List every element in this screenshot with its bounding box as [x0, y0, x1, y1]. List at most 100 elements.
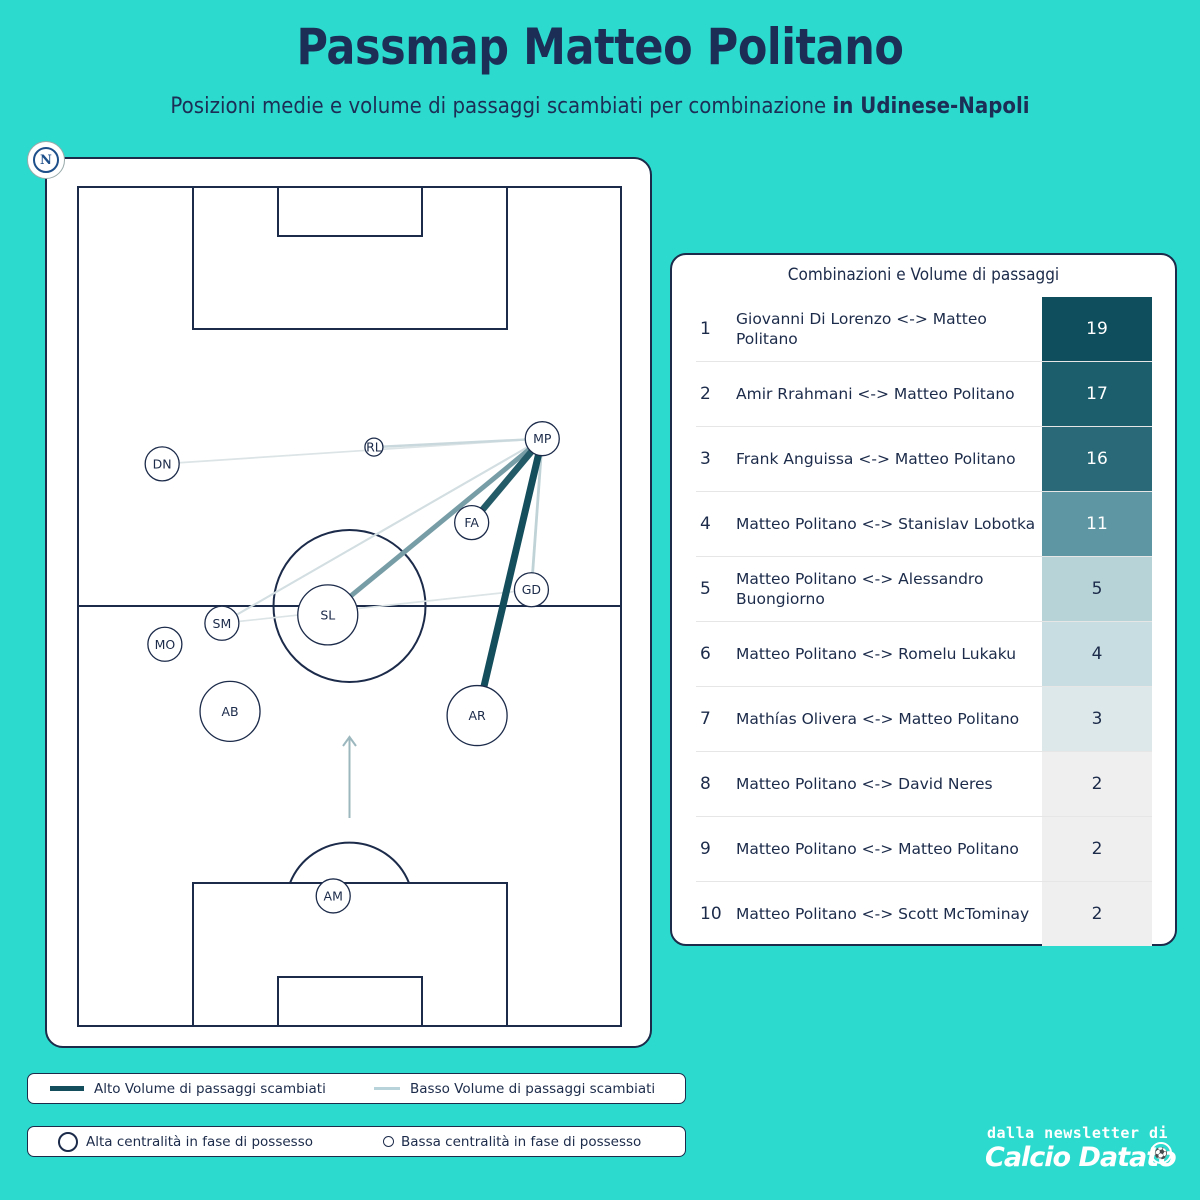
player-node-ar: AR	[446, 684, 508, 747]
high-volume-swatch-icon	[50, 1086, 84, 1091]
pass-edge-mp-gd	[530, 438, 544, 590]
pass-edge-mp-rl	[373, 437, 543, 449]
row-rank: 10	[700, 904, 722, 924]
pass-edge-mp-fa	[469, 436, 545, 525]
center-circle	[272, 529, 427, 683]
player-node-label: MO	[155, 637, 176, 652]
pass-edge-mp-sl	[326, 436, 544, 617]
bottom-penalty-arc	[289, 841, 410, 884]
row-rank: 7	[700, 709, 711, 729]
row-rank: 4	[700, 514, 711, 534]
player-node-fa: FA	[454, 504, 490, 541]
player-node-ab: AB	[199, 680, 261, 743]
page-title: Passmap Matteo Politano	[296, 18, 904, 76]
player-node-label: AM	[324, 888, 343, 903]
player-node-circle	[315, 878, 351, 914]
table-row: 2 Amir Rrahmani <-> Matteo Politano 17	[696, 362, 1152, 427]
subtitle-match: in Udinese-Napoli	[832, 94, 1030, 119]
table-row: 4 Matteo Politano <-> Stanislav Lobotka 11	[696, 492, 1152, 557]
row-pass-count: 11	[1042, 492, 1152, 556]
newsletter-credit: dalla newsletter di	[987, 1124, 1169, 1142]
pitch-lines	[77, 186, 622, 1027]
row-pass-count: 16	[1042, 427, 1152, 491]
brand-logo: Calcio Datato	[985, 1142, 1177, 1173]
player-node-rl: RL	[364, 437, 384, 457]
row-combination: Frank Anguissa <-> Matteo Politano	[736, 449, 1016, 468]
large-circle-icon	[58, 1131, 78, 1152]
player-node-label: AR	[468, 708, 486, 723]
legend-high-volume: Alto Volume di passaggi scambiati	[50, 1074, 326, 1103]
legend-low-centrality-label: Bassa centralità in fase di possesso	[401, 1133, 642, 1150]
table-title: Combinazioni e Volume di passaggi	[787, 265, 1060, 285]
legend-high-volume-label: Alto Volume di passaggi scambiati	[94, 1080, 326, 1097]
player-node-circle	[524, 421, 560, 457]
player-node-circle	[364, 437, 384, 457]
row-pass-count: 3	[1042, 687, 1152, 751]
row-combination: Matteo Politano <-> Scott McTominay	[736, 904, 1030, 923]
player-node-circle	[513, 572, 550, 608]
player-node-circle	[446, 684, 508, 747]
player-nodes: MP RL DN FA GD SL SM MO AB AR AM	[144, 421, 560, 914]
row-combination: Matteo Politano <-> Stanislav Lobotka	[736, 514, 1036, 533]
player-node-label: FA	[464, 515, 479, 530]
football-icon: ⚽	[1150, 1142, 1172, 1164]
player-node-label: SM	[213, 616, 232, 631]
pass-edge-mp-ar	[473, 437, 546, 717]
legend-centrality: Alta centralità in fase di possesso Bass…	[27, 1126, 686, 1157]
bottom-penalty-box	[192, 882, 508, 1027]
row-combination: Matteo Politano <-> Romelu Lukaku	[736, 644, 1017, 663]
row-combination: Mathías Olivera <-> Matteo Politano	[736, 709, 1020, 728]
player-node-label: RL	[366, 440, 382, 455]
player-node-circle	[144, 446, 180, 482]
row-combination: Matteo Politano <-> Alessandro Buongiorn…	[736, 569, 984, 608]
legend-volume: Alto Volume di passaggi scambiati Basso …	[27, 1073, 686, 1104]
page-subtitle: Posizioni medie e volume di passaggi sca…	[60, 94, 1140, 119]
row-rank: 3	[700, 449, 711, 469]
row-combination: Matteo Politano <-> David Neres	[736, 774, 993, 793]
player-node-circle	[204, 605, 240, 641]
top-six-yard-box	[277, 186, 423, 237]
row-pass-count: 17	[1042, 362, 1152, 426]
row-pass-count: 4	[1042, 622, 1152, 686]
table-row: 3 Frank Anguissa <-> Matteo Politano 16	[696, 427, 1152, 492]
crest-letter: N	[33, 147, 59, 173]
legend-low-volume: Basso Volume di passaggi scambiati	[374, 1074, 655, 1103]
table-row: 5 Matteo Politano <-> Alessandro Buongior…	[696, 557, 1152, 622]
row-combination: Amir Rrahmani <-> Matteo Politano	[736, 384, 1015, 403]
player-node-dn: DN	[144, 446, 180, 482]
napoli-crest-icon: N	[27, 141, 65, 179]
pass-edges	[162, 436, 546, 717]
table-row: 7 Mathías Olivera <-> Matteo Politano 3	[696, 687, 1152, 752]
pass-edge-sm-gd	[221, 588, 532, 625]
player-node-label: SL	[320, 607, 335, 622]
row-pass-count: 19	[1042, 297, 1152, 361]
legend-low-centrality: Bassa centralità in fase di possesso	[383, 1127, 641, 1156]
row-pass-count: 2	[1042, 752, 1152, 816]
row-pass-count: 2	[1042, 817, 1152, 881]
row-pass-count: 5	[1042, 557, 1152, 621]
table-row: 9 Matteo Politano <-> Matteo Politano 2	[696, 817, 1152, 882]
subtitle-prefix: Posizioni medie e volume di passaggi sca…	[170, 94, 833, 119]
row-combination: Giovanni Di Lorenzo <-> Matteo Politano	[736, 309, 987, 348]
legend-low-volume-label: Basso Volume di passaggi scambiati	[410, 1080, 656, 1097]
legend-high-centrality-label: Alta centralità in fase di possesso	[86, 1133, 313, 1150]
player-node-mo: MO	[147, 626, 183, 662]
player-node-circle	[454, 504, 490, 541]
player-node-label: AB	[221, 704, 238, 719]
row-rank: 9	[700, 839, 711, 859]
player-node-gd: GD	[513, 572, 550, 608]
player-node-sl: SL	[297, 584, 359, 646]
row-combination: Matteo Politano <-> Matteo Politano	[736, 839, 1019, 858]
player-node-mp: MP	[524, 421, 560, 457]
attack-direction-arrow	[342, 735, 357, 818]
row-pass-count: 2	[1042, 882, 1152, 946]
player-node-label: MP	[533, 431, 552, 446]
table-row: 10 Matteo Politano <-> Scott McTominay 2	[696, 882, 1152, 946]
row-rank: 2	[700, 384, 711, 404]
player-node-am: AM	[315, 878, 351, 914]
row-rank: 6	[700, 644, 711, 664]
